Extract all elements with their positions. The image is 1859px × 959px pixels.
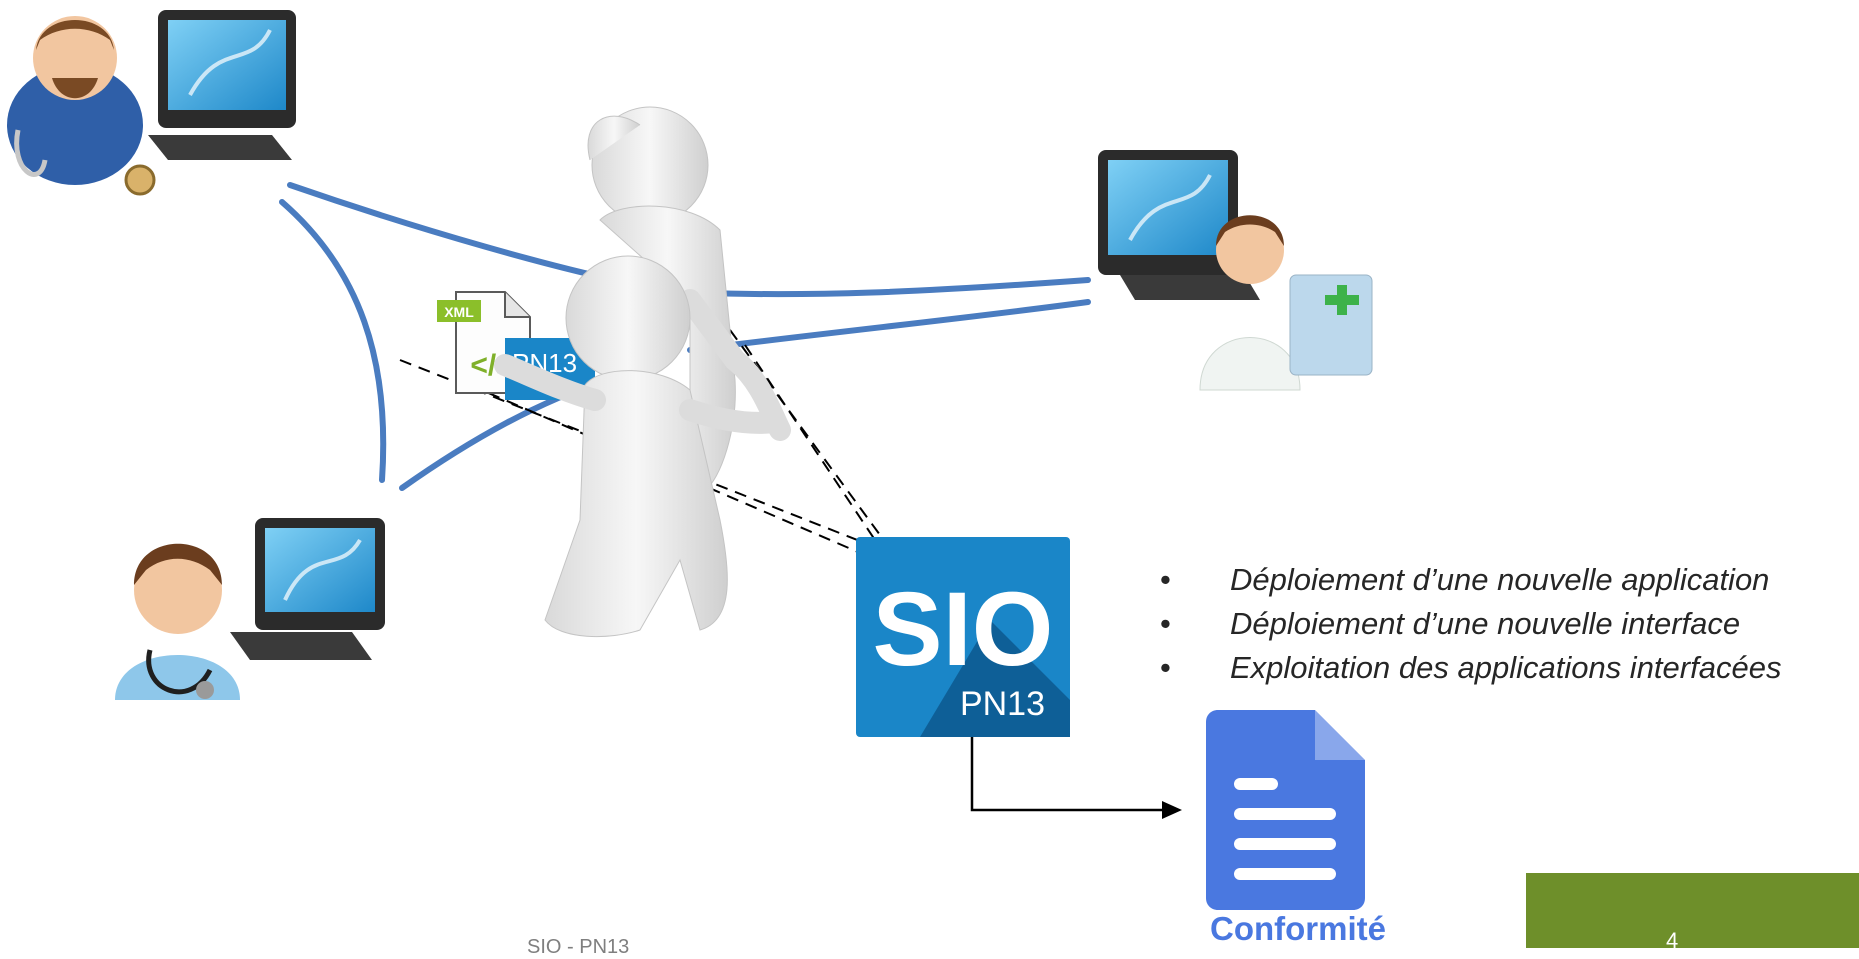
physician-workstation-icon [115, 518, 385, 700]
deployment-bullet-list: Déploiement d’une nouvelle application D… [1160, 558, 1781, 690]
bullet-item: Déploiement d’une nouvelle interface [1160, 602, 1781, 646]
bullet-item: Déploiement d’une nouvelle application [1160, 558, 1781, 602]
sio-logo-main: SIO [873, 571, 1054, 688]
confused-3d-figures-icon [494, 106, 791, 637]
compliance-arrow [970, 737, 1182, 819]
page-number: 4 [1666, 928, 1679, 953]
connector-line [279, 199, 387, 483]
doctor-workstation-icon [7, 10, 296, 196]
bullet-item: Exploitation des applications interfacée… [1160, 646, 1781, 690]
sio-logo-sub: PN13 [960, 685, 1045, 723]
pharmacist-workstation-icon [1098, 150, 1373, 391]
xml-label: XML [444, 304, 474, 320]
document-icon [1206, 710, 1365, 910]
xml-file-icon: XML </> [437, 291, 531, 394]
dashed-line [469, 384, 866, 556]
compliance-label: Conformité [1210, 910, 1386, 947]
sio-pn13-logo: SIO PN13 [856, 537, 1070, 737]
connector-line [687, 299, 1091, 353]
page-number-box: 4 [1526, 873, 1859, 953]
